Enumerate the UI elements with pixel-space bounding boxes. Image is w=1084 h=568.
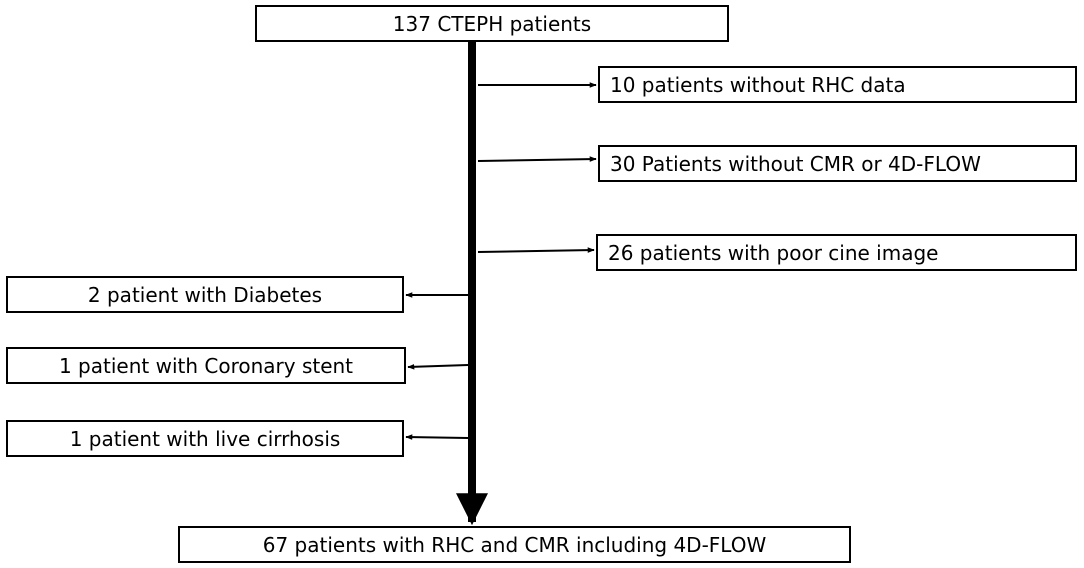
final-cohort-box: 67 patients with RHC and CMR including 4… bbox=[178, 526, 851, 563]
exclusion-box-diabetes: 2 patient with Diabetes bbox=[6, 276, 404, 313]
exclusion-box-coronary-stent: 1 patient with Coronary stent bbox=[6, 347, 406, 384]
arrow-to-exclusion-coronary-stent bbox=[407, 363, 469, 370]
arrow-to-exclusion-no-cmr bbox=[477, 156, 597, 162]
exclusion-box-no-cmr: 30 Patients without CMR or 4D-FLOW bbox=[598, 145, 1077, 182]
exclusion-label-no-cmr: 30 Patients without CMR or 4D-FLOW bbox=[610, 151, 981, 176]
cohort-start-label: 137 CTEPH patients bbox=[392, 11, 592, 36]
arrow-to-exclusion-poor-cine bbox=[477, 247, 595, 253]
exclusion-label-diabetes: 2 patient with Diabetes bbox=[87, 282, 323, 307]
exclusion-box-poor-cine: 26 patients with poor cine image bbox=[596, 234, 1077, 271]
exclusion-label-coronary-stent: 1 patient with Coronary stent bbox=[58, 353, 354, 378]
exclusion-box-cirrhosis: 1 patient with live cirrhosis bbox=[6, 420, 404, 457]
final-cohort-label: 67 patients with RHC and CMR including 4… bbox=[262, 532, 767, 557]
exclusion-label-cirrhosis: 1 patient with live cirrhosis bbox=[69, 426, 341, 451]
exclusion-label-no-rhc: 10 patients without RHC data bbox=[610, 72, 906, 97]
exclusion-box-no-rhc: 10 patients without RHC data bbox=[598, 66, 1077, 103]
exclusion-label-poor-cine: 26 patients with poor cine image bbox=[608, 240, 939, 265]
cohort-start-box: 137 CTEPH patients bbox=[255, 5, 729, 42]
arrow-to-exclusion-cirrhosis bbox=[405, 434, 469, 440]
